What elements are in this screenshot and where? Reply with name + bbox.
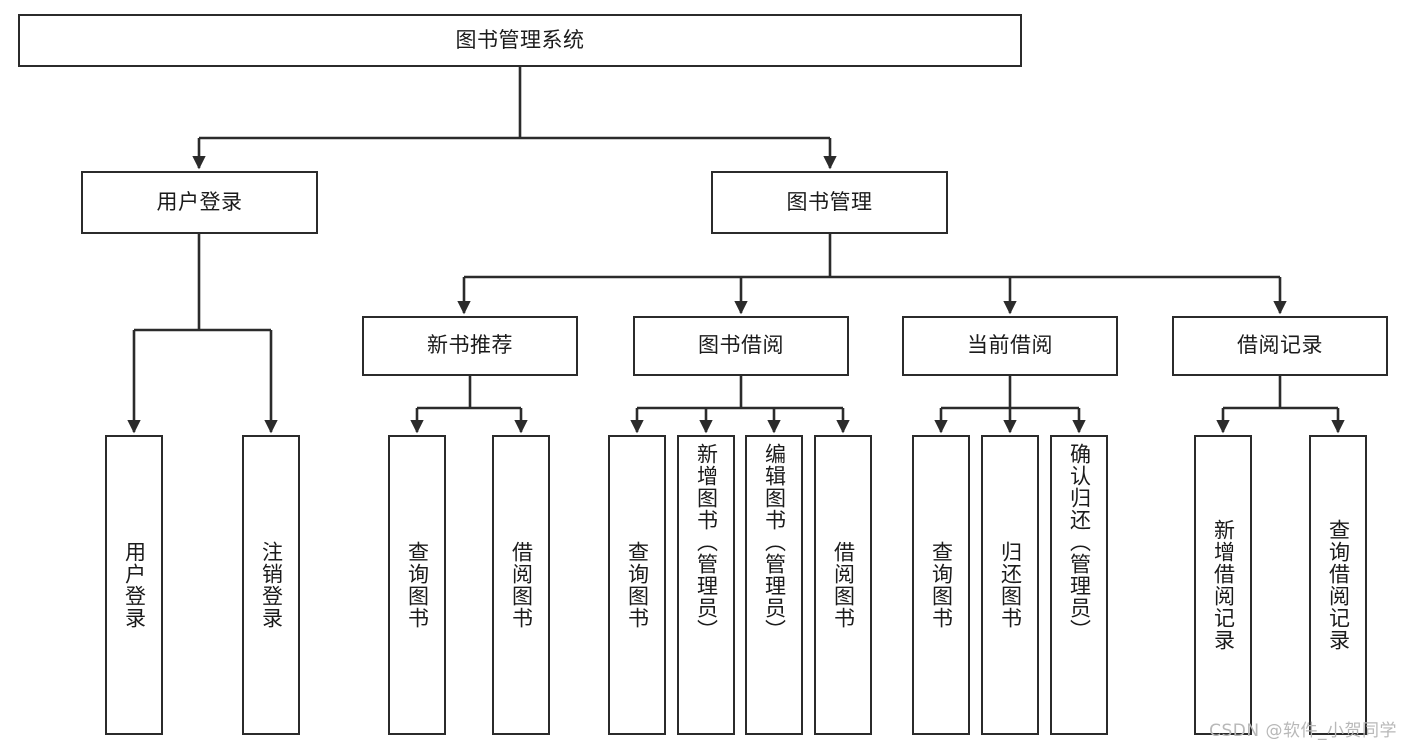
node-leaf-return-book[interactable]: 归还图书: [981, 435, 1039, 735]
leaf-label: 编辑图书（管理员）: [762, 443, 787, 641]
watermark-text: CSDN @软件_小贺同学: [1209, 721, 1397, 741]
leaf-label: 归还图书: [998, 541, 1023, 629]
leaf-label: 用户登录: [122, 541, 147, 629]
node-leaf-query-record[interactable]: 查询借阅记录: [1309, 435, 1367, 735]
leaf-label: 新增图书（管理员）: [694, 443, 719, 641]
node-new-book-recommend[interactable]: 新书推荐: [362, 316, 578, 376]
node-borrow-record[interactable]: 借阅记录: [1172, 316, 1388, 376]
leaf-label: 查询图书: [929, 541, 954, 629]
node-leaf-borrow-book-1[interactable]: 借阅图书: [492, 435, 550, 735]
node-leaf-edit-book[interactable]: 编辑图书（管理员）: [745, 435, 803, 735]
leaf-label: 确认归还（管理员）: [1067, 443, 1092, 641]
leaf-label: 借阅图书: [509, 541, 534, 629]
node-book-borrow[interactable]: 图书借阅: [633, 316, 849, 376]
leaf-label: 查询借阅记录: [1326, 519, 1351, 651]
node-leaf-add-record[interactable]: 新增借阅记录: [1194, 435, 1252, 735]
node-leaf-borrow-book-2[interactable]: 借阅图书: [814, 435, 872, 735]
node-leaf-logout-login[interactable]: 注销登录: [242, 435, 300, 735]
node-leaf-query-book-1[interactable]: 查询图书: [388, 435, 446, 735]
node-root[interactable]: 图书管理系统: [18, 14, 1022, 67]
node-book-manage[interactable]: 图书管理: [711, 171, 948, 234]
node-current-borrow[interactable]: 当前借阅: [902, 316, 1118, 376]
leaf-label: 查询图书: [625, 541, 650, 629]
node-leaf-user-login[interactable]: 用户登录: [105, 435, 163, 735]
node-user-login[interactable]: 用户登录: [81, 171, 318, 234]
node-leaf-add-book[interactable]: 新增图书（管理员）: [677, 435, 735, 735]
node-leaf-query-book-2[interactable]: 查询图书: [608, 435, 666, 735]
leaf-label: 借阅图书: [831, 541, 856, 629]
leaf-label: 查询图书: [405, 541, 430, 629]
node-leaf-query-book-3[interactable]: 查询图书: [912, 435, 970, 735]
leaf-label: 注销登录: [259, 541, 284, 629]
leaf-label: 新增借阅记录: [1211, 519, 1236, 651]
node-leaf-confirm-return[interactable]: 确认归还（管理员）: [1050, 435, 1108, 735]
